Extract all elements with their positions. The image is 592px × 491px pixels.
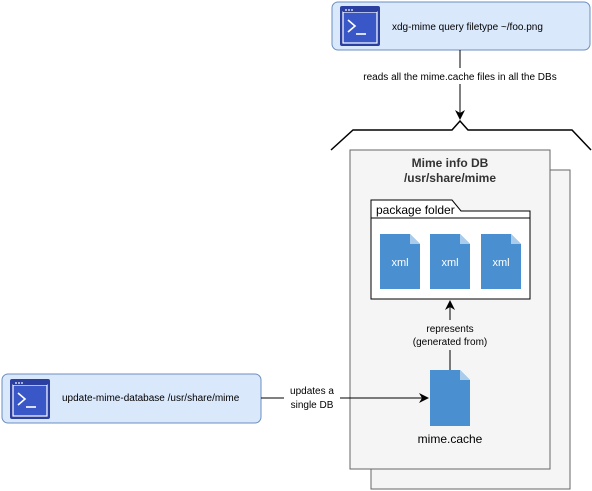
top-command-text: xdg-mime query filetype ~/foo.png — [392, 22, 543, 33]
xml-file-label: xml — [492, 257, 509, 269]
xml-file-icon: xml — [481, 234, 521, 289]
bottom-command-node: update-mime-database /usr/share/mime — [1, 373, 262, 424]
xml-file-body — [430, 234, 470, 289]
updates-sublabel: single DB — [291, 400, 334, 411]
xml-file-icon: xml — [430, 234, 470, 289]
xml-file-fold — [511, 234, 521, 244]
updates-label-background — [284, 382, 340, 412]
updates-label: updates a — [290, 386, 334, 397]
xml-file-icon: xml — [380, 234, 420, 289]
represents-edge: represents (generated from) — [404, 300, 496, 370]
db-title: Mime info DB — [412, 156, 489, 170]
package-folder-label: package folder — [376, 203, 455, 217]
represents-sublabel: (generated from) — [413, 337, 487, 348]
mime-cache-label: mime.cache — [418, 432, 483, 446]
terminal-icon — [340, 6, 380, 46]
represents-label: represents — [426, 324, 473, 335]
package-folder: package folder xml xml xml — [370, 199, 531, 300]
xml-file-body — [481, 234, 521, 289]
top-command-box — [331, 1, 591, 51]
xml-file-label: xml — [441, 257, 458, 269]
reads-edge: reads all the mime.cache files in all th… — [350, 50, 570, 120]
mime-cache-file-fold — [460, 370, 470, 380]
xml-file-body — [380, 234, 420, 289]
mime-cache-file-body — [430, 370, 470, 426]
db-group-brace — [330, 119, 592, 151]
top-command-node: xdg-mime query filetype ~/foo.png — [331, 1, 591, 51]
xml-file-label: xml — [391, 257, 408, 269]
xml-file-fold — [410, 234, 420, 244]
terminal-icon — [10, 379, 50, 419]
updates-edge: updates a single DB — [261, 382, 429, 412]
bottom-command-text: update-mime-database /usr/share/mime — [62, 393, 240, 404]
reads-label: reads all the mime.cache files in all th… — [363, 72, 556, 83]
mime-cache-file-icon — [430, 370, 470, 426]
db-path: /usr/share/mime — [404, 171, 496, 185]
represents-label-background — [404, 320, 496, 350]
reads-label-background — [350, 68, 570, 84]
xml-file-fold — [460, 234, 470, 244]
